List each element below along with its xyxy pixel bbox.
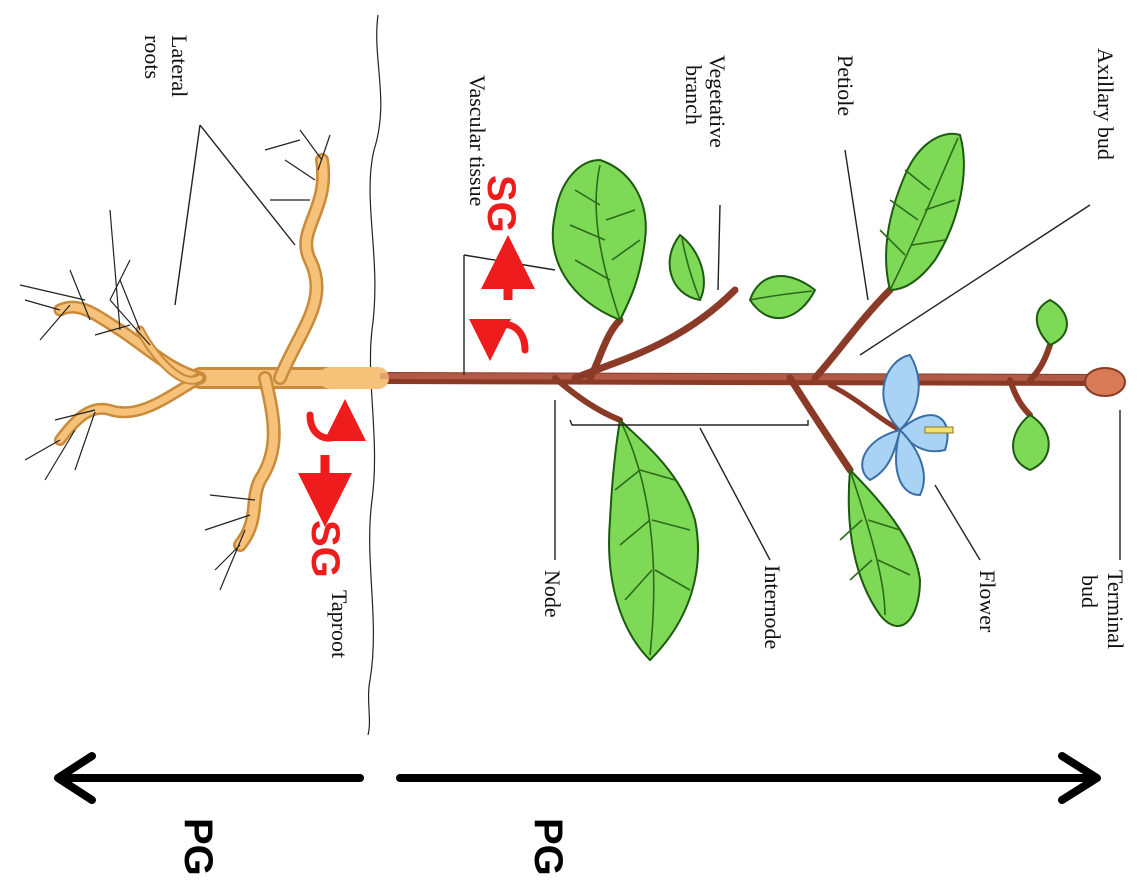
sg-root-curl-icon: [310, 415, 345, 438]
leaf-lower-large: [609, 420, 698, 660]
main-stem: [330, 368, 1125, 396]
terminal-bud-label: Terminal: [1103, 570, 1128, 649]
leaf-top-upper: [1037, 300, 1067, 345]
pg-arrows: PG PG: [58, 756, 1097, 876]
internode-label: Internode: [760, 565, 785, 649]
terminal-bud: [1085, 368, 1125, 396]
flower-label: Flower: [975, 570, 1000, 633]
node-label: Node: [540, 570, 565, 618]
leaf-petiole: [886, 134, 964, 290]
axillary-bud-label: Axillary bud: [1093, 48, 1118, 160]
sg-shoot-label: SG: [479, 175, 523, 233]
pg-root-label: PG: [176, 818, 220, 876]
terminal-bud-label-line2: bud: [1077, 575, 1102, 608]
pg-shoot-label: PG: [526, 818, 570, 876]
leaf-branch-small-2: [750, 276, 815, 318]
leaf-branch-small-1: [670, 235, 704, 300]
sg-root-label: SG: [303, 520, 347, 578]
sg-shoot-curl-icon: [490, 325, 525, 350]
vegetative-branch-label: Vegetative: [705, 55, 730, 148]
lateral-roots-label-line2: roots: [140, 35, 165, 79]
petiole-label: Petiole: [833, 55, 858, 116]
lateral-roots-label: Lateral: [167, 35, 192, 97]
vegetative-branch-label-line2: branch: [681, 65, 706, 125]
leaf-top-lower: [1013, 415, 1049, 470]
taproot-label: Taproot: [327, 590, 352, 658]
